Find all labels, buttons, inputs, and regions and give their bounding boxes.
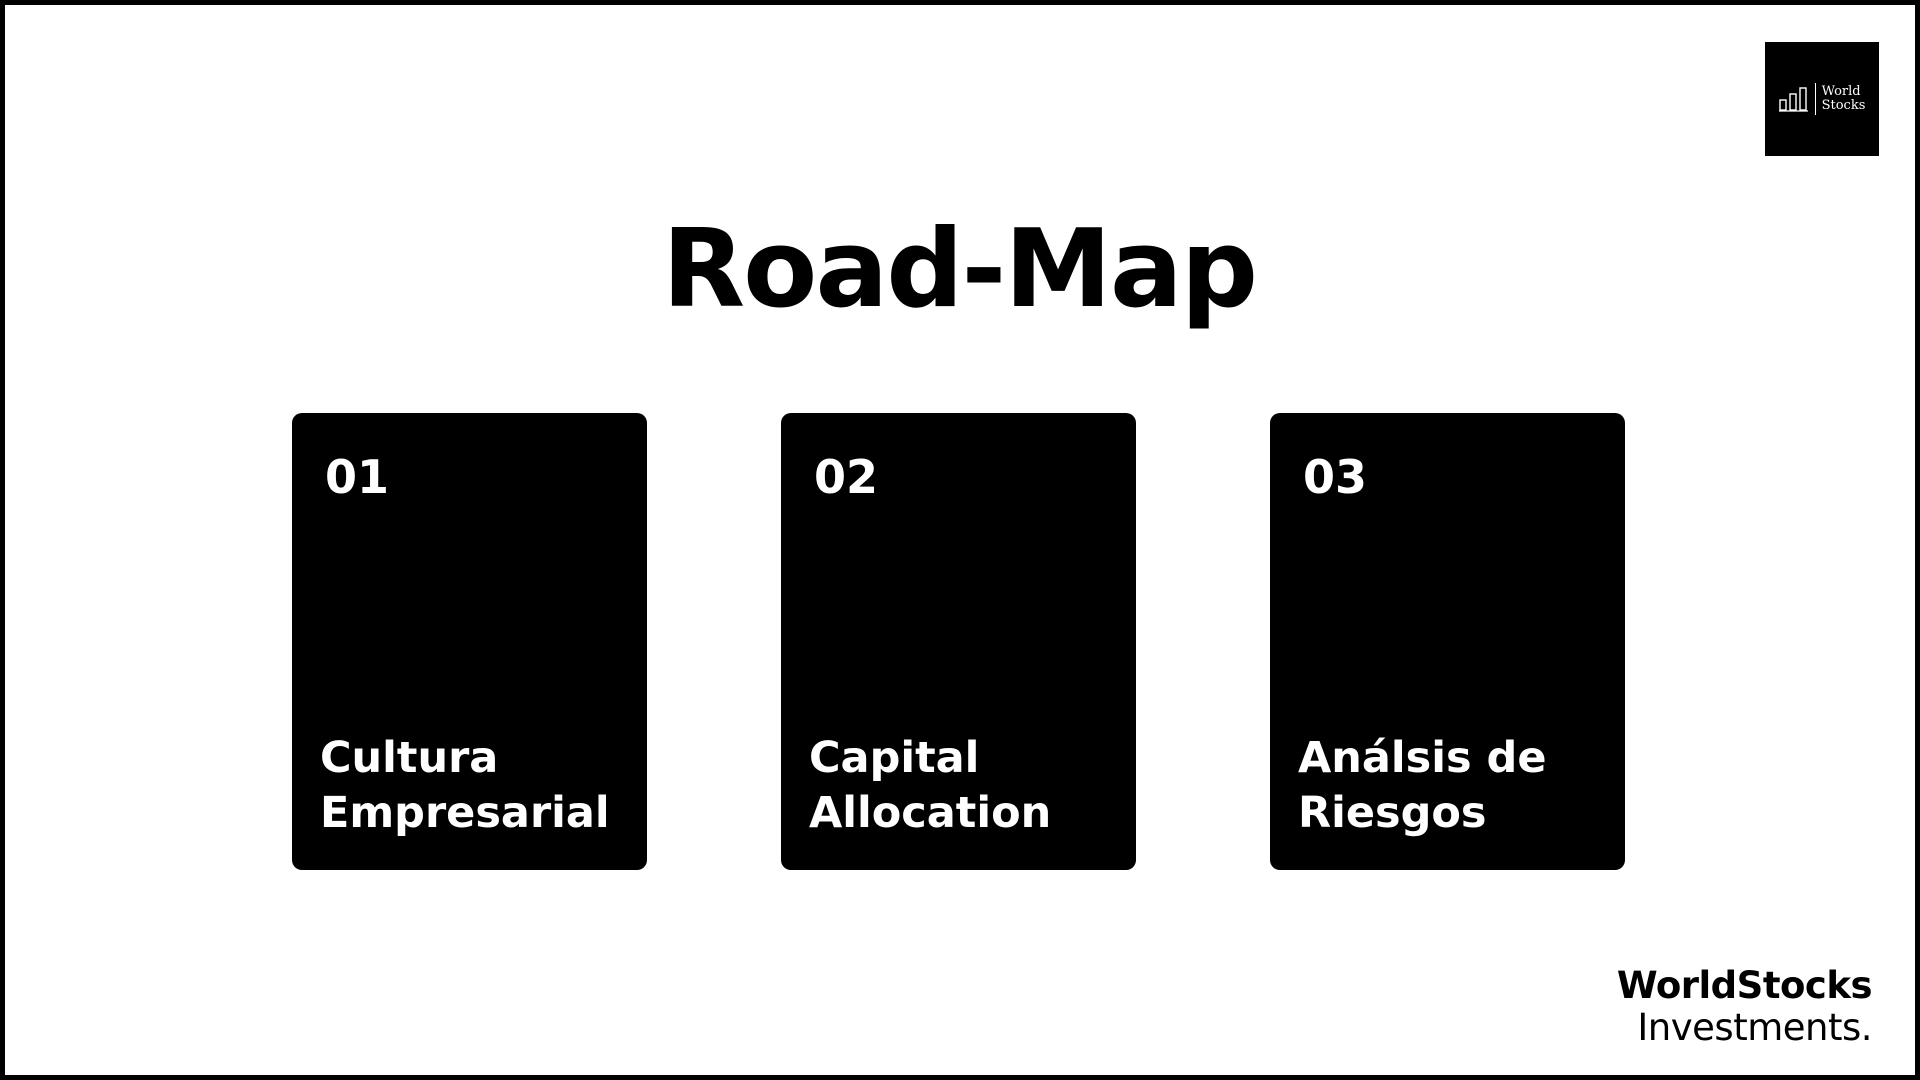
card-label-line-1: Cultura bbox=[320, 733, 499, 783]
logo-line-2: Stocks bbox=[1821, 98, 1866, 113]
card-label: Análsis de Riesgos bbox=[1298, 731, 1618, 841]
logo-text: World Stocks bbox=[1822, 85, 1866, 113]
card-label-line-2: Riesgos bbox=[1298, 788, 1487, 838]
footer-brand-sub: Investments. bbox=[1637, 1006, 1872, 1049]
card-number: 02 bbox=[814, 450, 879, 504]
card-label-line-1: Análsis de bbox=[1298, 733, 1547, 783]
card-label-line-1: Capital bbox=[809, 733, 980, 783]
card-number: 03 bbox=[1303, 450, 1368, 504]
footer-brand: WorldStocks Investments. bbox=[1616, 964, 1873, 1049]
bar-chart-icon bbox=[1778, 87, 1808, 112]
card-label-line-2: Allocation bbox=[809, 788, 1052, 838]
card-label: Capital Allocation bbox=[809, 731, 1129, 841]
roadmap-card-2: 02 Capital Allocation bbox=[781, 413, 1136, 870]
logo-line-1: World bbox=[1821, 84, 1861, 99]
logo-divider bbox=[1814, 83, 1816, 115]
card-number: 01 bbox=[325, 450, 390, 504]
worldstocks-logo: World Stocks bbox=[1765, 42, 1879, 156]
card-label: Cultura Empresarial bbox=[320, 731, 640, 841]
card-label-line-2: Empresarial bbox=[320, 788, 610, 838]
page-title: Road-Map bbox=[661, 207, 1258, 332]
roadmap-card-1: 01 Cultura Empresarial bbox=[292, 413, 647, 870]
footer-brand-name: WorldStocks bbox=[1616, 964, 1873, 1007]
roadmap-card-3: 03 Análsis de Riesgos bbox=[1270, 413, 1625, 870]
